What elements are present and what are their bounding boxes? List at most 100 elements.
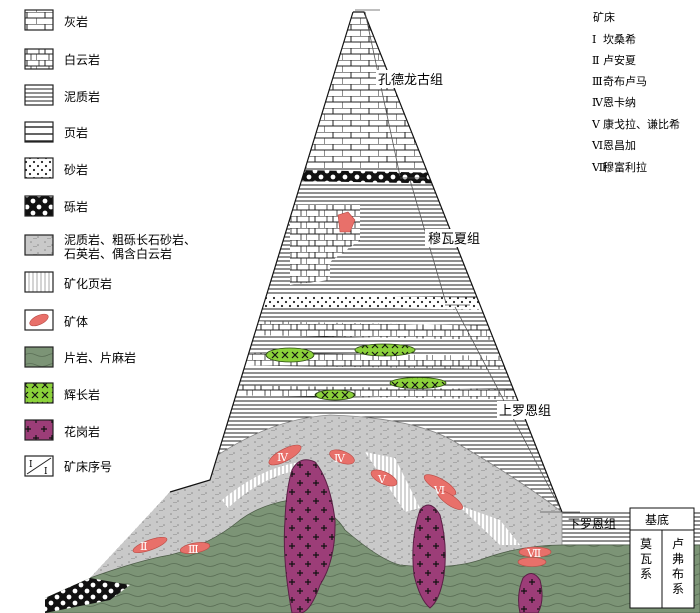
granite-intrusion-2 [412, 504, 446, 609]
formation-label-upper-roan: 上罗恩组 [499, 404, 551, 419]
limestone-swatch [24, 9, 54, 31]
legend-label-limestone: 灰岩 [64, 14, 88, 29]
ore-body-1 [337, 211, 356, 233]
dolomite-swatch [24, 48, 54, 70]
legend-label-mineralized-shale: 矿化页岩 [64, 276, 112, 291]
mixed-clastics-swatch [24, 234, 54, 256]
ore-label-6: Ⅵ [433, 484, 445, 497]
legend-label-dolomite: 白云岩 [64, 52, 100, 67]
deposit-list-name-6: 恩昌加 [603, 139, 636, 152]
deposit-number-symbol-top: I [29, 460, 33, 470]
legend-label-shale: 页岩 [64, 125, 88, 140]
legend-label-sandstone: 砂岩 [64, 162, 88, 177]
legend-label-schist: 片岩、片麻岩 [64, 350, 136, 365]
formation-label-mwashia: 穆瓦夏组 [428, 232, 480, 247]
ore-body-7b [517, 557, 547, 567]
ore-body-swatch [29, 313, 49, 327]
legend-label-granite: 花岗岩 [64, 424, 100, 439]
legend-item-limestone: 灰岩 [24, 9, 88, 31]
legend-label-conglomerate: 砾岩 [64, 199, 88, 214]
legend-label-mixed-1: 泥质岩、粗砾长石砂岩、 [64, 232, 196, 247]
legend-item-dolomite: 白云岩 [24, 48, 100, 70]
legend-item-schist: 片岩、片麻岩 [24, 346, 136, 368]
ore-body-3 [179, 542, 211, 554]
legend-label-gabbro: 辉长岩 [64, 387, 100, 402]
conglomerate-swatch [24, 195, 54, 217]
deposit-list-numeral-3: Ⅲ [592, 75, 603, 88]
legend-item-gabbro: 辉长岩 [24, 382, 100, 404]
shale-swatch [24, 121, 54, 143]
gabbro-lenses [265, 343, 447, 401]
ore-label-4b: Ⅳ [334, 452, 346, 465]
ore-body-6a [423, 474, 457, 496]
formation-labels: 孔德龙古组 穆瓦夏组 上罗恩组 下罗恩组 [376, 70, 616, 531]
gabbro-lens-4 [314, 389, 356, 401]
ore-body-6b [437, 490, 463, 510]
ore-numeral-labels: Ⅱ Ⅲ Ⅳ Ⅳ Ⅴ Ⅵ Ⅶ [140, 451, 541, 560]
legend: 灰岩 白云岩 泥质岩 页岩 砂岩 砾岩 泥质岩、粗砾长石砂岩、 [24, 9, 196, 477]
basement-box: 基底 莫瓦系 卢弗布系 [629, 507, 695, 609]
ore-body-4b [329, 449, 355, 465]
granite-intrusion-3 [518, 573, 543, 613]
legend-item-granite: 花岗岩 [24, 419, 100, 441]
ore-label-5: Ⅴ [377, 473, 387, 486]
deposit-list-name-7: 穆富利拉 [603, 160, 647, 174]
legend-item-shale: 页岩 [24, 121, 88, 143]
deposit-list-numeral-1: Ⅰ [592, 33, 596, 46]
legend-label-mudstone: 泥质岩 [64, 89, 100, 104]
legend-item-mixed-clastics: 泥质岩、粗砾长石砂岩、 石英岩、偶含白云岩 [24, 232, 196, 261]
mineralized-shale-swatch [24, 271, 54, 293]
basal-conglomerate [45, 578, 130, 613]
gabbro-swatch [24, 382, 54, 404]
gabbro-lens-3 [389, 377, 447, 389]
granite-swatch [24, 419, 54, 441]
ore-body-2 [132, 536, 168, 554]
cone-outline [169, 11, 563, 513]
ore-body-5 [370, 469, 398, 487]
legend-item-mudstone: 泥质岩 [24, 84, 100, 106]
schist-swatch [24, 346, 54, 368]
ore-body-7a [518, 546, 552, 558]
deposit-list-numeral-7: Ⅶ [591, 161, 606, 174]
deposit-number-symbol-bottom: I [44, 467, 48, 477]
ore-bodies [132, 211, 552, 567]
ore-label-4a: Ⅳ [277, 451, 289, 464]
ore-label-3: Ⅲ [188, 543, 199, 556]
legend-label-mixed-2: 石英岩、偶含白云岩 [64, 246, 172, 261]
deposit-list-name-2: 卢安夏 [603, 53, 636, 67]
deposit-list-numeral-2: Ⅱ [592, 54, 599, 67]
deposit-list-title: 矿床 [593, 10, 615, 24]
deposit-list-numeral-6: Ⅵ [591, 139, 603, 152]
mineralized-shale-band [222, 462, 300, 508]
legend-label-deposit-number: 矿床序号 [64, 459, 112, 474]
legend-label-ore-body: 矿体 [64, 315, 88, 329]
deposit-list-name-4: 恩卡纳 [603, 96, 636, 109]
formation-label-kundelungu: 孔德龙古组 [378, 73, 443, 88]
deposit-number-slash [26, 457, 52, 475]
deposit-list-numeral-4: Ⅳ [592, 96, 604, 109]
basement-col-2: 卢弗布系 [672, 536, 684, 596]
ore-label-2: Ⅱ [140, 540, 147, 553]
legend-item-mineralized-shale: 矿化页岩 [24, 271, 112, 293]
gabbro-lens-1 [265, 347, 315, 363]
mineralized-shale-band-3 [458, 505, 520, 545]
formation-label-lower-roan: 下罗恩组 [568, 517, 616, 531]
granite-intrusion-1 [283, 459, 336, 613]
legend-item-conglomerate: 砾岩 [24, 195, 88, 217]
deposit-list-numeral-5: Ⅴ [591, 118, 601, 131]
sandstone-swatch [24, 157, 54, 179]
legend-item-sandstone: 砂岩 [24, 157, 88, 179]
deposit-list-name-3: 奇布卢马 [603, 75, 647, 88]
mudstone-swatch [24, 84, 54, 106]
basement-title: 基底 [645, 512, 669, 527]
basement-col-1: 莫瓦系 [640, 537, 652, 581]
deposit-list-name-5: 康戈拉、谦比希 [603, 117, 680, 131]
ore-body-4a [268, 444, 302, 466]
legend-item-deposit-number: I I 矿床序号 [24, 455, 112, 477]
deposit-list-name-1: 坎桑希 [603, 32, 636, 46]
deposit-list: 矿床 Ⅰ 坎桑希 Ⅱ 卢安夏 Ⅲ 奇布卢马 Ⅳ 恩卡纳 Ⅴ 康戈拉、谦比希 Ⅵ … [591, 10, 680, 174]
legend-item-ore-body: 矿体 [24, 309, 88, 331]
gabbro-lens-2 [354, 343, 416, 357]
ore-label-7: Ⅶ [526, 547, 541, 560]
